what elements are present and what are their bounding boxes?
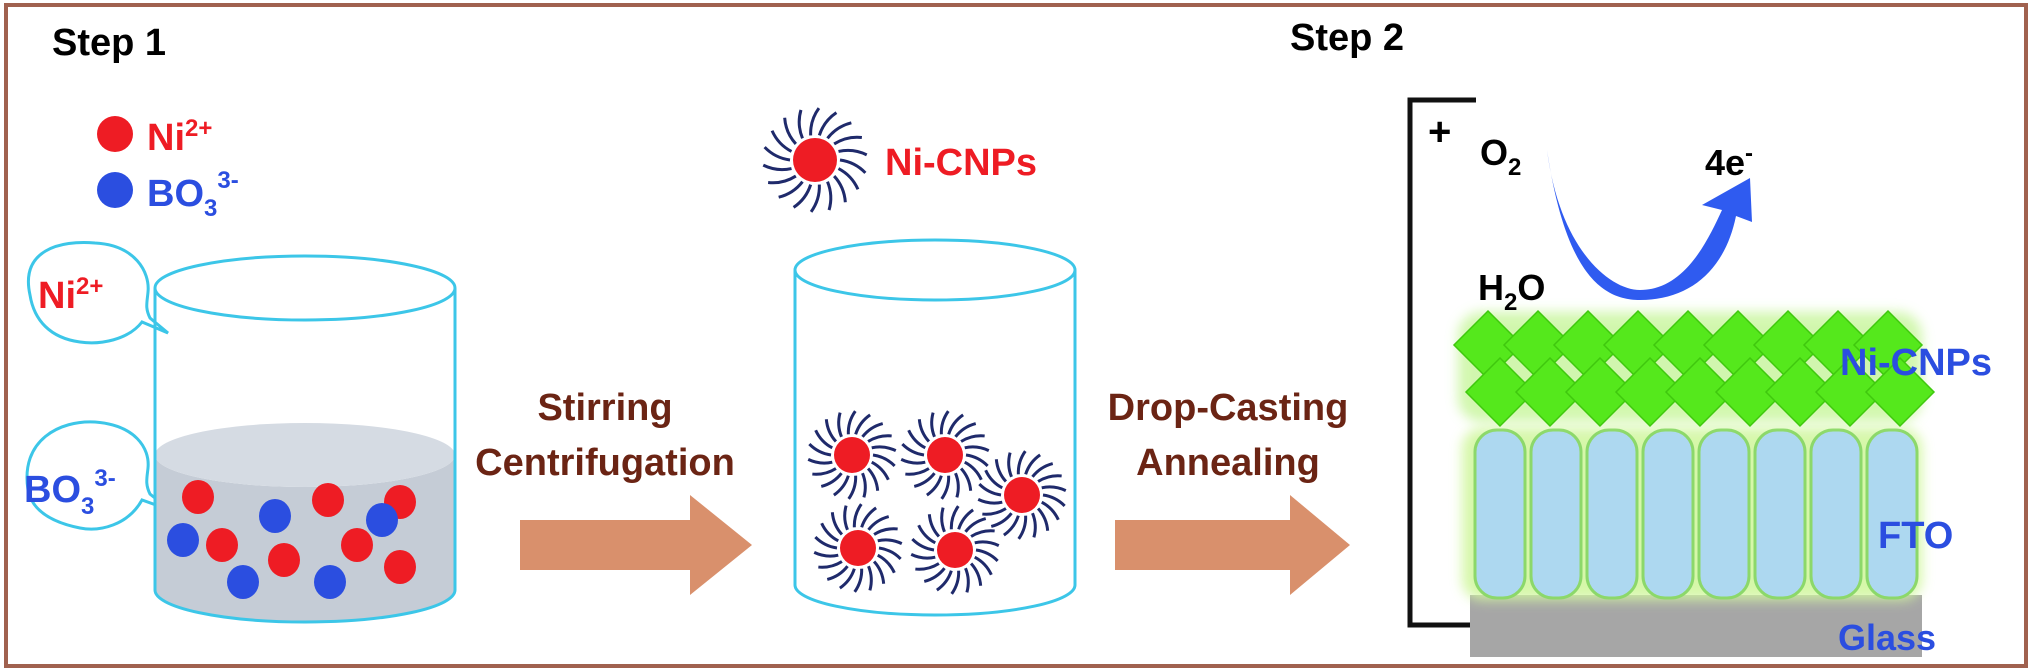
nicnp-particle xyxy=(900,410,990,500)
fto-column xyxy=(1697,428,1751,600)
bo3-speech-bubble xyxy=(25,420,171,531)
fto-layer xyxy=(1462,428,1922,600)
process2-arrow xyxy=(1115,495,1350,595)
nicnp-legend-icon xyxy=(762,107,868,213)
electrons-label: 4e- xyxy=(1705,140,1753,183)
glass-label: Glass xyxy=(1838,617,1936,658)
nicnp-crystal xyxy=(1664,356,1736,428)
bo3-legend-label: BO33- xyxy=(147,167,239,222)
glass-substrate xyxy=(1470,595,1922,657)
bo3-bubble-label: BO33- xyxy=(24,465,116,520)
beaker-2 xyxy=(793,238,1077,617)
fto-column xyxy=(1865,428,1919,600)
beaker-1-liquid-surface xyxy=(155,423,455,487)
nicnp-particle xyxy=(977,450,1067,540)
step2-title: Step 2 xyxy=(1290,17,1404,59)
process2-line1: Drop-Casting xyxy=(1108,387,1349,429)
nicnp-legend-label: Ni-CNPs xyxy=(885,142,1037,184)
nicnp-particles xyxy=(807,410,1067,595)
h2o-label: H2O xyxy=(1478,267,1545,316)
nicnp-crystal xyxy=(1464,356,1536,428)
nicnp-particle xyxy=(807,410,897,500)
fto-column xyxy=(1641,428,1695,600)
figure-frame xyxy=(4,3,2028,668)
nicnp-crystal xyxy=(1864,356,1936,428)
nicnp-film-layer xyxy=(1452,309,1936,428)
process1-line2: Centrifugation xyxy=(475,442,735,484)
fto-column xyxy=(1809,428,1863,600)
nicnp-crystal xyxy=(1714,356,1786,428)
ni-legend-dot xyxy=(97,116,133,152)
beaker-2-rim xyxy=(793,238,1077,302)
nicnp-particle xyxy=(762,107,868,213)
nicnp-crystal xyxy=(1814,356,1886,428)
nicnp-crystal xyxy=(1764,356,1836,428)
ni-speech-bubble xyxy=(27,241,169,345)
fto-label: FTO xyxy=(1878,515,1953,557)
fto-column xyxy=(1585,428,1639,600)
nicnp-particle xyxy=(813,503,903,593)
fto-column xyxy=(1473,428,1527,600)
plus-terminal: + xyxy=(1428,110,1451,154)
nicnp-crystal xyxy=(1564,356,1636,428)
fto-column xyxy=(1753,428,1807,600)
nicnp-layer-label: Ni-CNPs xyxy=(1840,342,1992,384)
ni-legend-label: Ni2+ xyxy=(147,115,212,159)
nicnp-crystal xyxy=(1614,356,1686,428)
bo3-legend-dot xyxy=(97,172,133,208)
circuit-wire xyxy=(1407,97,1476,628)
water-oxidation-arrow xyxy=(1547,150,1752,300)
nicnp-crystal xyxy=(1514,356,1586,428)
process2-line2: Annealing xyxy=(1136,442,1320,484)
nicnp-particle xyxy=(910,505,1000,595)
process1-line1: Stirring xyxy=(537,387,672,429)
process1-arrow xyxy=(520,495,752,595)
ion-dots xyxy=(167,480,416,599)
o2-label: O2 xyxy=(1480,132,1521,181)
ni-bubble-label: Ni2+ xyxy=(38,273,103,317)
fto-column xyxy=(1529,428,1583,600)
beaker-1-rim xyxy=(153,254,457,322)
step1-title: Step 1 xyxy=(52,22,166,64)
